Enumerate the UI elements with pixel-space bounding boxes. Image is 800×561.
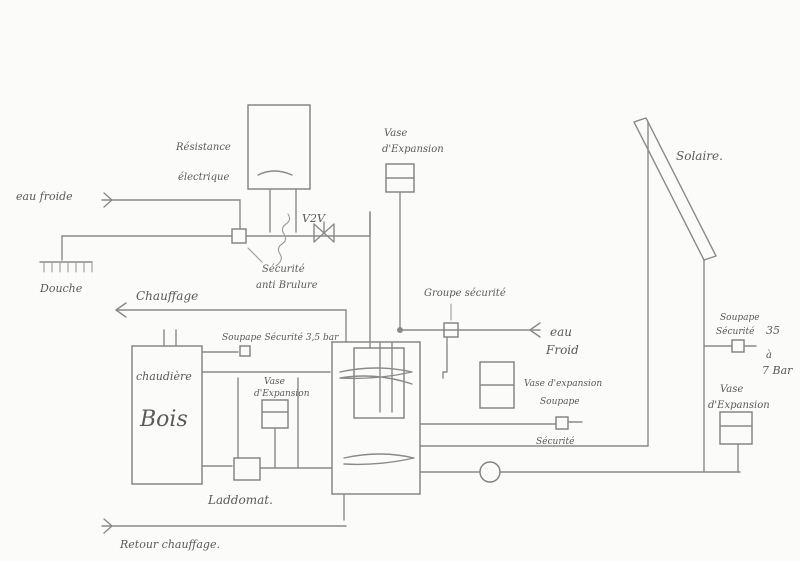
label-vase-top-2: d'Expansion	[382, 144, 444, 155]
solar-safety-valve-right	[703, 339, 757, 353]
safety-group	[399, 303, 541, 379]
electric-water-heater	[247, 104, 311, 233]
label-retour-chauffage: Retour chauffage.	[119, 538, 220, 551]
expansion-vessel-small	[261, 399, 289, 469]
heating-supply-line	[115, 302, 347, 343]
label-v2v: V2V	[302, 212, 326, 225]
label-soupape-right-1: Soupape	[720, 313, 760, 323]
label-soupape-right-5: 7 Bar	[762, 364, 793, 377]
label-electrique: électrique	[178, 172, 229, 183]
anti-scald-valve	[231, 228, 247, 244]
expansion-vessel-top	[385, 163, 415, 333]
label-soupape-right-3: 35	[766, 324, 780, 337]
label-laddomat: Laddomat.	[207, 493, 273, 507]
label-chaudiere: chaudière	[136, 370, 192, 383]
v2v-valve	[275, 213, 335, 267]
label-securite-mid: Sécurité	[536, 436, 575, 447]
hot-water-tank	[331, 211, 421, 521]
expansion-vessel-right	[719, 411, 753, 473]
label-anti-brulure: anti Brulure	[256, 280, 318, 291]
label-soupape-mid: Soupape	[540, 397, 580, 407]
label-eau-froide: eau froide	[16, 190, 73, 203]
label-vase-small-2: d'Expansion	[254, 389, 310, 399]
label-soupape-35: Soupape Sécurité 3,5 bar	[222, 332, 339, 343]
solar-panel	[419, 117, 741, 483]
wood-boiler	[131, 329, 331, 485]
boiler-loop	[233, 377, 333, 481]
boiler-safety-valve	[239, 345, 251, 357]
label-groupe-securite: Groupe sécurité	[424, 288, 506, 299]
label-vase-small-1: Vase	[264, 377, 285, 387]
label-chauffage: Chauffage	[136, 289, 198, 303]
label-resistance: Résistance	[175, 142, 231, 153]
heating-return-line	[101, 518, 347, 534]
solar-safety-valve-mid	[419, 416, 583, 430]
label-vase-top-1: Vase	[384, 128, 407, 139]
label-solaire: Solaire.	[676, 149, 723, 163]
expansion-vessel-mid	[479, 361, 515, 409]
label-vase-right-1: Vase	[720, 384, 743, 395]
label-douche: Douche	[39, 282, 83, 295]
label-vase-mid: Vase d'expansion	[524, 379, 602, 389]
cold-water-line	[101, 192, 241, 229]
label-soupape-right-2: Sécurité	[716, 326, 755, 337]
label-eau-froid-2: Froid	[545, 343, 579, 357]
shower-line	[39, 235, 233, 273]
label-eau-froid-1: eau	[550, 325, 572, 339]
label-soupape-right-4: à	[766, 350, 772, 361]
label-securite-anti: Sécurité	[262, 264, 305, 275]
label-vase-right-2: d'Expansion	[708, 400, 770, 411]
label-bois: Bois	[139, 407, 188, 432]
